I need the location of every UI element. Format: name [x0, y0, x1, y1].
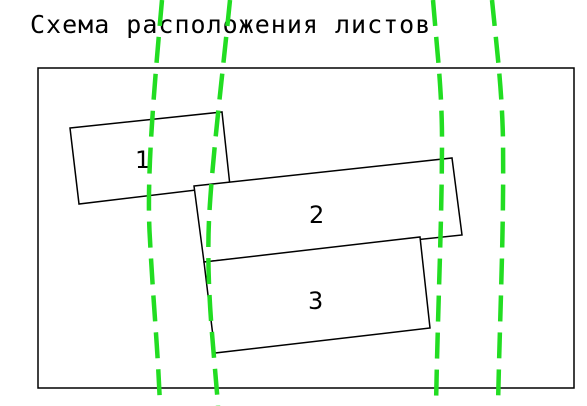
- outer-frame: [37, 67, 575, 389]
- sheet-2-outline: [193, 157, 463, 263]
- guide-line-1: [146, 0, 165, 406]
- sheet-3-label: 3: [308, 287, 323, 315]
- sheet-1-label: 1: [135, 146, 150, 174]
- sheet-2-label: 2: [309, 201, 324, 229]
- sheet-3-outline: [203, 236, 431, 354]
- guide-line-3: [430, 0, 445, 406]
- guide-line-2: [206, 0, 233, 406]
- guide-line-4: [489, 0, 506, 406]
